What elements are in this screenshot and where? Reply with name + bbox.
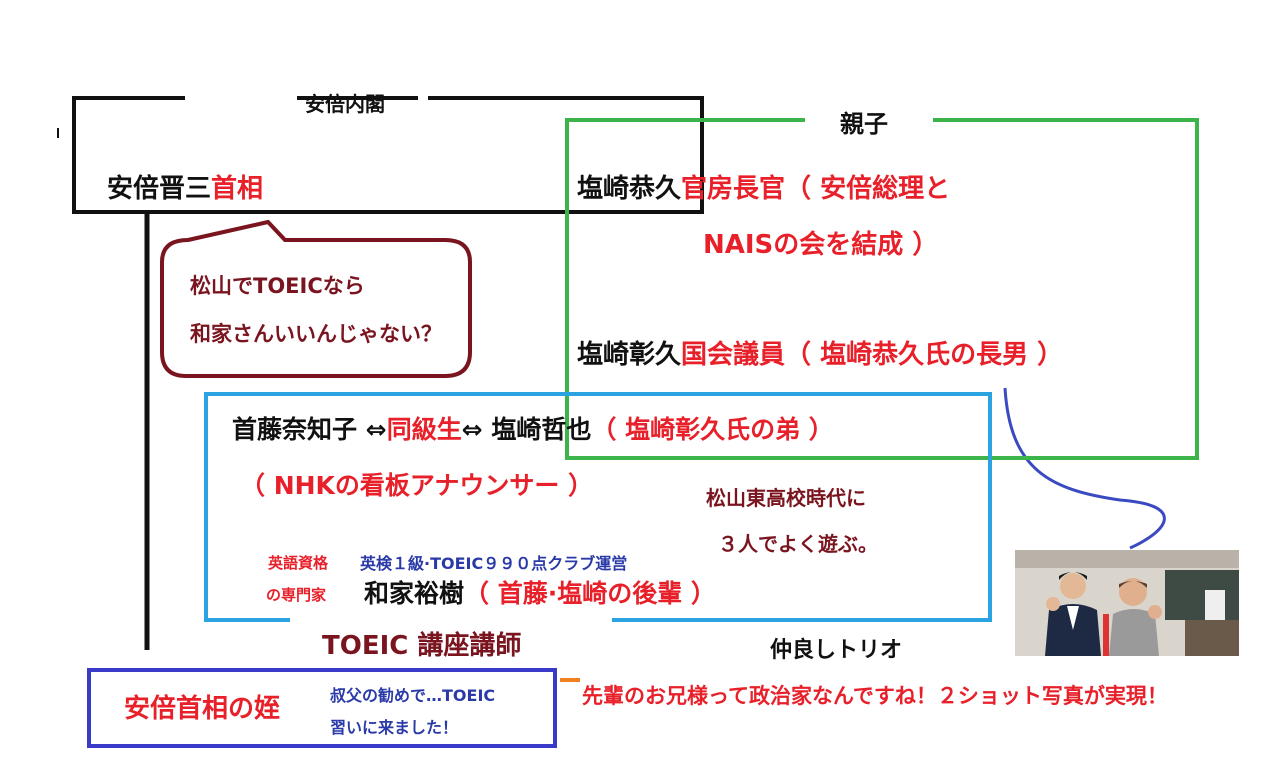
announcer-name: 首藤奈知子 xyxy=(232,415,357,444)
niece-label: 安倍首相の姪 xyxy=(124,688,280,725)
school-line-1: 松山東高校時代に xyxy=(706,482,866,511)
credentials: 英検１級·TOEIC９９０点クラブ運営 xyxy=(360,550,627,574)
announcer-title: （ NHKの看板アナウンサー ） xyxy=(240,466,593,502)
pm-name: 安倍晋三 xyxy=(107,174,211,204)
bubble-line-1: 松山でTOEICなら xyxy=(190,270,365,300)
father-title-2: NAISの会を結成 ） xyxy=(703,224,938,261)
father-line: 塩崎恭久官房長官（ 安倍総理と xyxy=(577,168,950,205)
teacher-line: 和家裕樹（ 首藤·塩崎の後輩 ） xyxy=(364,574,716,610)
pm-line: 安倍晋三首相 xyxy=(107,168,263,205)
son-line: 塩崎彰久国会議員（ 塩崎恭久氏の長男 ） xyxy=(577,334,1063,371)
two-shot-photo xyxy=(1015,550,1239,656)
pm-title: 首相 xyxy=(211,174,263,204)
teacher-title: （ 首藤·塩崎の後輩 ） xyxy=(464,579,716,608)
niece-note-2: 習いに来ました！ xyxy=(330,714,458,738)
course-label: TOEIC 講座講師 xyxy=(322,625,521,662)
arrow-right: ⇔ xyxy=(462,415,483,444)
brother-title: （ 塩崎彰久氏の弟 ） xyxy=(591,415,833,444)
classmate-label: 同級生 xyxy=(387,415,462,444)
trio-label: 仲良しトリオ xyxy=(770,632,902,664)
teacher-name: 和家裕樹 xyxy=(364,579,464,608)
expert-tag-1: 英語資格 xyxy=(268,552,328,573)
father-title: 官房長官（ 安倍総理と xyxy=(681,174,950,204)
son-title: 国会議員（ 塩崎恭久氏の長男 ） xyxy=(681,340,1063,370)
expert-tag-2: の専門家 xyxy=(266,584,326,605)
cabinet-label: 安倍内閣 xyxy=(305,88,385,117)
photo-caption: 先輩のお兄様って政治家なんですね！２ショット写真が実現！ xyxy=(582,680,1168,710)
classmates-line: 首藤奈知子 ⇔同級生⇔ 塩崎哲也（ 塩崎彰久氏の弟 ） xyxy=(232,410,834,446)
school-line-2: ３人でよく遊ぶ。 xyxy=(718,528,878,557)
family-label: 親子 xyxy=(840,104,888,139)
arrow-left: ⇔ xyxy=(366,415,387,444)
son-name: 塩崎彰久 xyxy=(577,340,681,370)
bubble-line-2: 和家さんいいんじゃない？ xyxy=(190,318,442,348)
brother-name: 塩崎哲也 xyxy=(491,415,591,444)
niece-note-1: 叔父の勧めで…TOEIC xyxy=(330,682,495,706)
father-name: 塩崎恭久 xyxy=(577,174,681,204)
